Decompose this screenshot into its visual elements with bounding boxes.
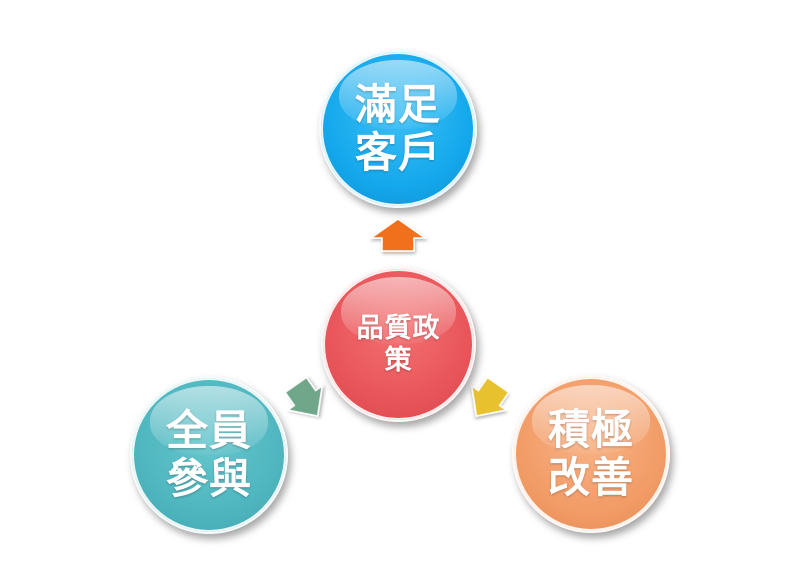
node-label: 全員 參與 — [165, 405, 252, 503]
node-label: 滿足 客戶 — [354, 79, 441, 177]
center-label: 品質政 策 — [356, 313, 441, 376]
node-label: 積極 改善 — [547, 404, 634, 502]
arrow-to-left — [284, 376, 324, 417]
node-active-improvement: 積極 改善 — [512, 375, 670, 533]
node-quality-policy: 品質政 策 — [321, 267, 476, 422]
node-satisfy-customer: 滿足 客戶 — [319, 50, 477, 208]
arrow-to-top — [368, 218, 428, 252]
arrow-to-right — [470, 376, 510, 417]
node-full-participation: 全員 參與 — [130, 376, 288, 534]
